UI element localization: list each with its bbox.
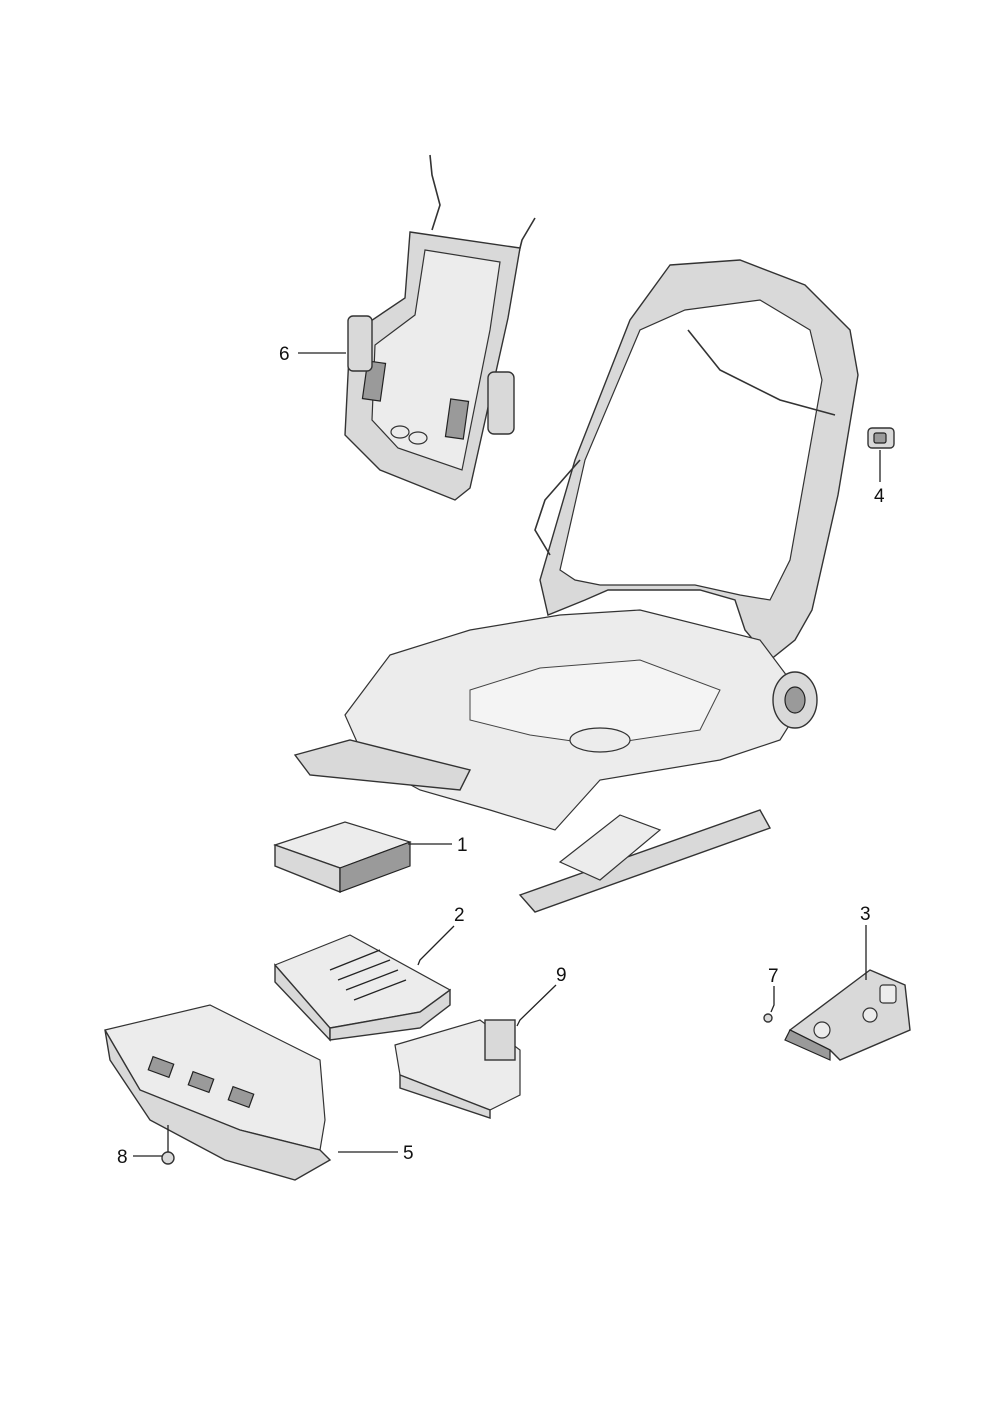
callout-6: 6 <box>279 344 290 365</box>
callout-7: 7 <box>768 966 779 987</box>
part-1-control-module <box>273 821 412 894</box>
seat-frame <box>293 259 859 913</box>
callout-2: 2 <box>454 905 465 926</box>
leader-7 <box>770 986 775 1013</box>
callout-8: 8 <box>117 1147 128 1168</box>
part-5-side-trim <box>104 1004 332 1181</box>
callout-5: 5 <box>403 1143 414 1164</box>
part-6-backrest-plate <box>344 154 536 501</box>
leader-2 <box>417 925 455 966</box>
callout-9: 9 <box>556 965 567 986</box>
part-8-screw <box>161 1151 175 1165</box>
leader-9 <box>516 984 557 1027</box>
part-9-bracket-cover <box>394 1019 521 1119</box>
part-7-screw <box>763 1013 773 1023</box>
part-2-cover-tray <box>273 934 452 1042</box>
callout-1: 1 <box>457 835 468 856</box>
callout-4: 4 <box>874 486 885 507</box>
part-3-seat-switch <box>784 969 911 1061</box>
callout-3: 3 <box>860 904 871 925</box>
part-4-clip <box>867 427 895 449</box>
